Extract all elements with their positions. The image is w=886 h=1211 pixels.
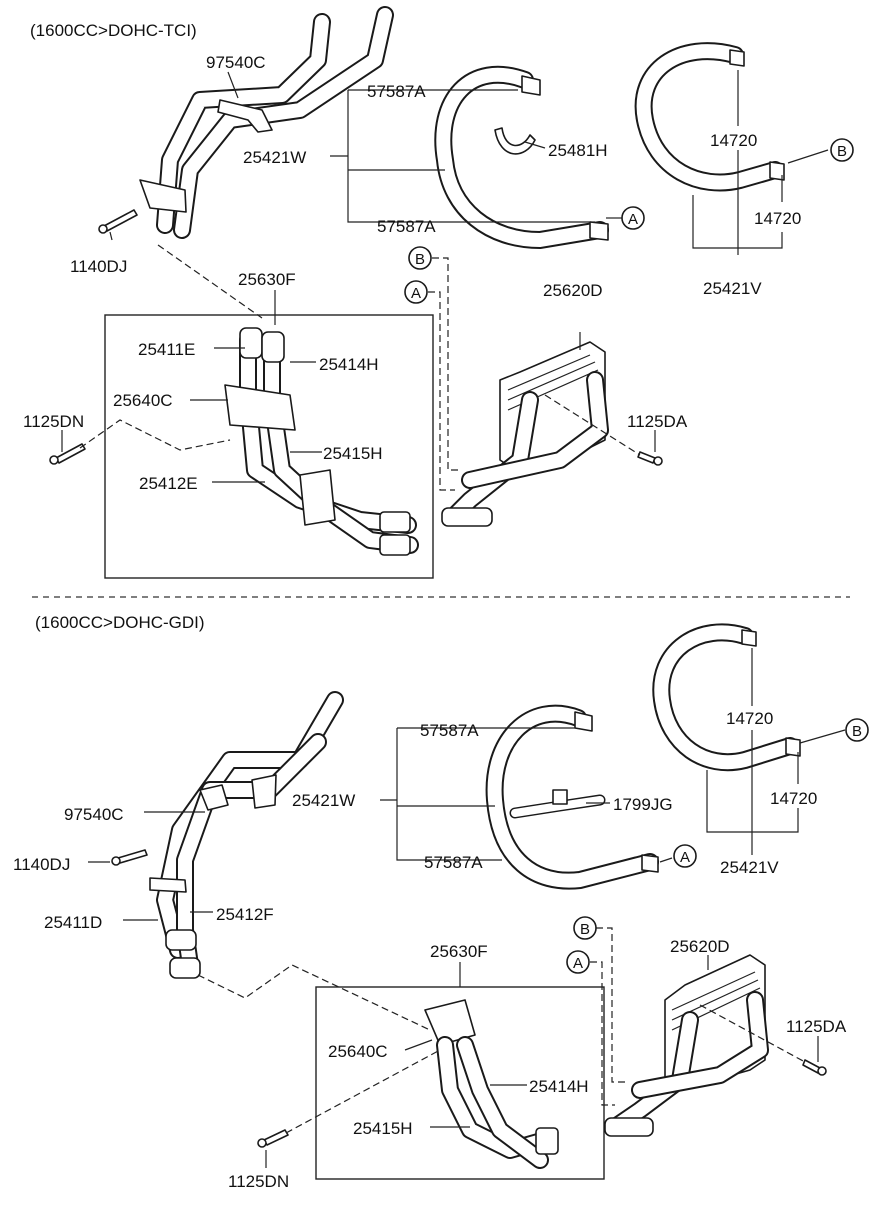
label-25412e-tci: 25412E (139, 474, 198, 493)
label-1125da-gdi: 1125DA (786, 1017, 847, 1036)
label-1125dn-tci: 1125DN (23, 412, 84, 431)
hose-25421w-gdi (485, 704, 659, 890)
bolt-1140dj-gdi (111, 849, 148, 866)
label-1125dn-gdi: 1125DN (228, 1172, 289, 1191)
connector-path-b-gdi (596, 927, 625, 1083)
connector-a-marker-tci-mid: A (404, 280, 428, 304)
svg-text:A: A (628, 211, 638, 228)
label-25421v-gdi: 25421V (720, 858, 779, 877)
label-25411e-tci: 25411E (138, 340, 195, 359)
connector-path-a-gdi (590, 961, 615, 1106)
heater-pipe-97540c-gdi (149, 691, 344, 979)
section-header-gdi: (1600CC>DOHC-GDI) (35, 613, 205, 632)
label-25421w-gdi: 25421W (292, 791, 355, 810)
leaders-gdi-top (380, 648, 846, 863)
label-57587a-tci-2: 57587A (377, 217, 436, 236)
bolt-1125dn-tci (49, 419, 231, 465)
connector-a-marker-gdi-top: A (673, 844, 697, 868)
label-25414h-tci: 25414H (319, 355, 379, 374)
connector-a-marker-gdi-mid: A (566, 950, 590, 974)
label-57587a-tci-1: 57587A (367, 82, 426, 101)
connector-b-marker-tci-mid: B (408, 246, 432, 270)
label-1140dj-gdi: 1140DJ (13, 855, 70, 874)
label-25620d-tci: 25620D (543, 281, 603, 300)
hose-25421v-tci (634, 42, 785, 192)
water-valve-assembly-gdi (424, 999, 559, 1169)
label-57587a-gdi-2: 57587A (424, 853, 483, 872)
hose-25421v-gdi (652, 623, 801, 772)
connector-b-marker-gdi-top: B (845, 718, 869, 742)
label-1125da-tci: 1125DA (627, 412, 688, 431)
leaders-tci-top (109, 70, 829, 325)
label-14720-gdi-2: 14720 (770, 789, 817, 808)
detail-box-tci (104, 314, 434, 579)
svg-text:B: B (580, 921, 590, 938)
leaders-tci-box (190, 347, 322, 483)
label-25421v-tci: 25421V (703, 279, 762, 298)
bolt-1140dj-tci (98, 209, 138, 234)
svg-text:A: A (680, 849, 690, 866)
label-25620d-gdi: 25620D (670, 937, 730, 956)
label-25415h-tci: 25415H (323, 444, 383, 463)
svg-text:A: A (573, 955, 583, 972)
label-97540c-gdi: 97540C (64, 805, 124, 824)
label-25640c-gdi: 25640C (328, 1042, 388, 1061)
label-25630f-tci: 25630F (238, 270, 296, 289)
connector-path-a-tci (428, 291, 455, 491)
label-25411d-gdi: 25411D (44, 913, 102, 932)
svg-text:B: B (837, 143, 847, 160)
label-1799jg-gdi: 1799JG (613, 795, 673, 814)
oil-cooler-25620d-tci (441, 332, 609, 527)
svg-text:B: B (415, 251, 425, 268)
label-14720-gdi-1: 14720 (726, 709, 773, 728)
label-57587a-gdi-1: 57587A (420, 721, 479, 740)
label-25412f-gdi: 25412F (216, 905, 274, 924)
label-25421w-tci: 25421W (243, 148, 306, 167)
label-25414h-gdi: 25414H (529, 1077, 589, 1096)
cable-tie-1799jg-gdi (509, 789, 606, 819)
label-1140dj-tci: 1140DJ (70, 257, 127, 276)
oil-cooler-25620d-gdi (604, 954, 769, 1137)
connector-path-b-tci (432, 257, 462, 471)
heater-pipe-97540c-tci (139, 6, 394, 239)
section-header-tci: (1600CC>DOHC-TCI) (30, 21, 197, 40)
svg-text:B: B (852, 723, 862, 740)
leaders-gdi-box (404, 1039, 527, 1128)
connector-a-marker-tci-top: A (621, 206, 645, 230)
label-25481h-tci: 25481H (548, 141, 608, 160)
connector-b-marker-gdi-mid: B (573, 916, 597, 940)
label-14720-tci-1: 14720 (710, 131, 757, 150)
bolt-1125da-tci (544, 394, 663, 466)
hose-25421w-tci (434, 65, 609, 249)
leaders-gdi-left (88, 811, 431, 1031)
label-97540c-tci: 97540C (206, 53, 266, 72)
water-valve-assembly-tci (224, 327, 419, 556)
bolt-1125da-gdi (699, 1004, 827, 1076)
clamp-25481h-tci (494, 127, 536, 155)
label-25640c-tci: 25640C (113, 391, 173, 410)
label-25630f-gdi: 25630F (430, 942, 488, 961)
bolt-1125dn-gdi (257, 1049, 441, 1168)
label-25415h-gdi: 25415H (353, 1119, 413, 1138)
connector-b-marker-tci-top: B (830, 138, 854, 162)
label-14720-tci-2: 14720 (754, 209, 801, 228)
svg-text:A: A (411, 285, 421, 302)
